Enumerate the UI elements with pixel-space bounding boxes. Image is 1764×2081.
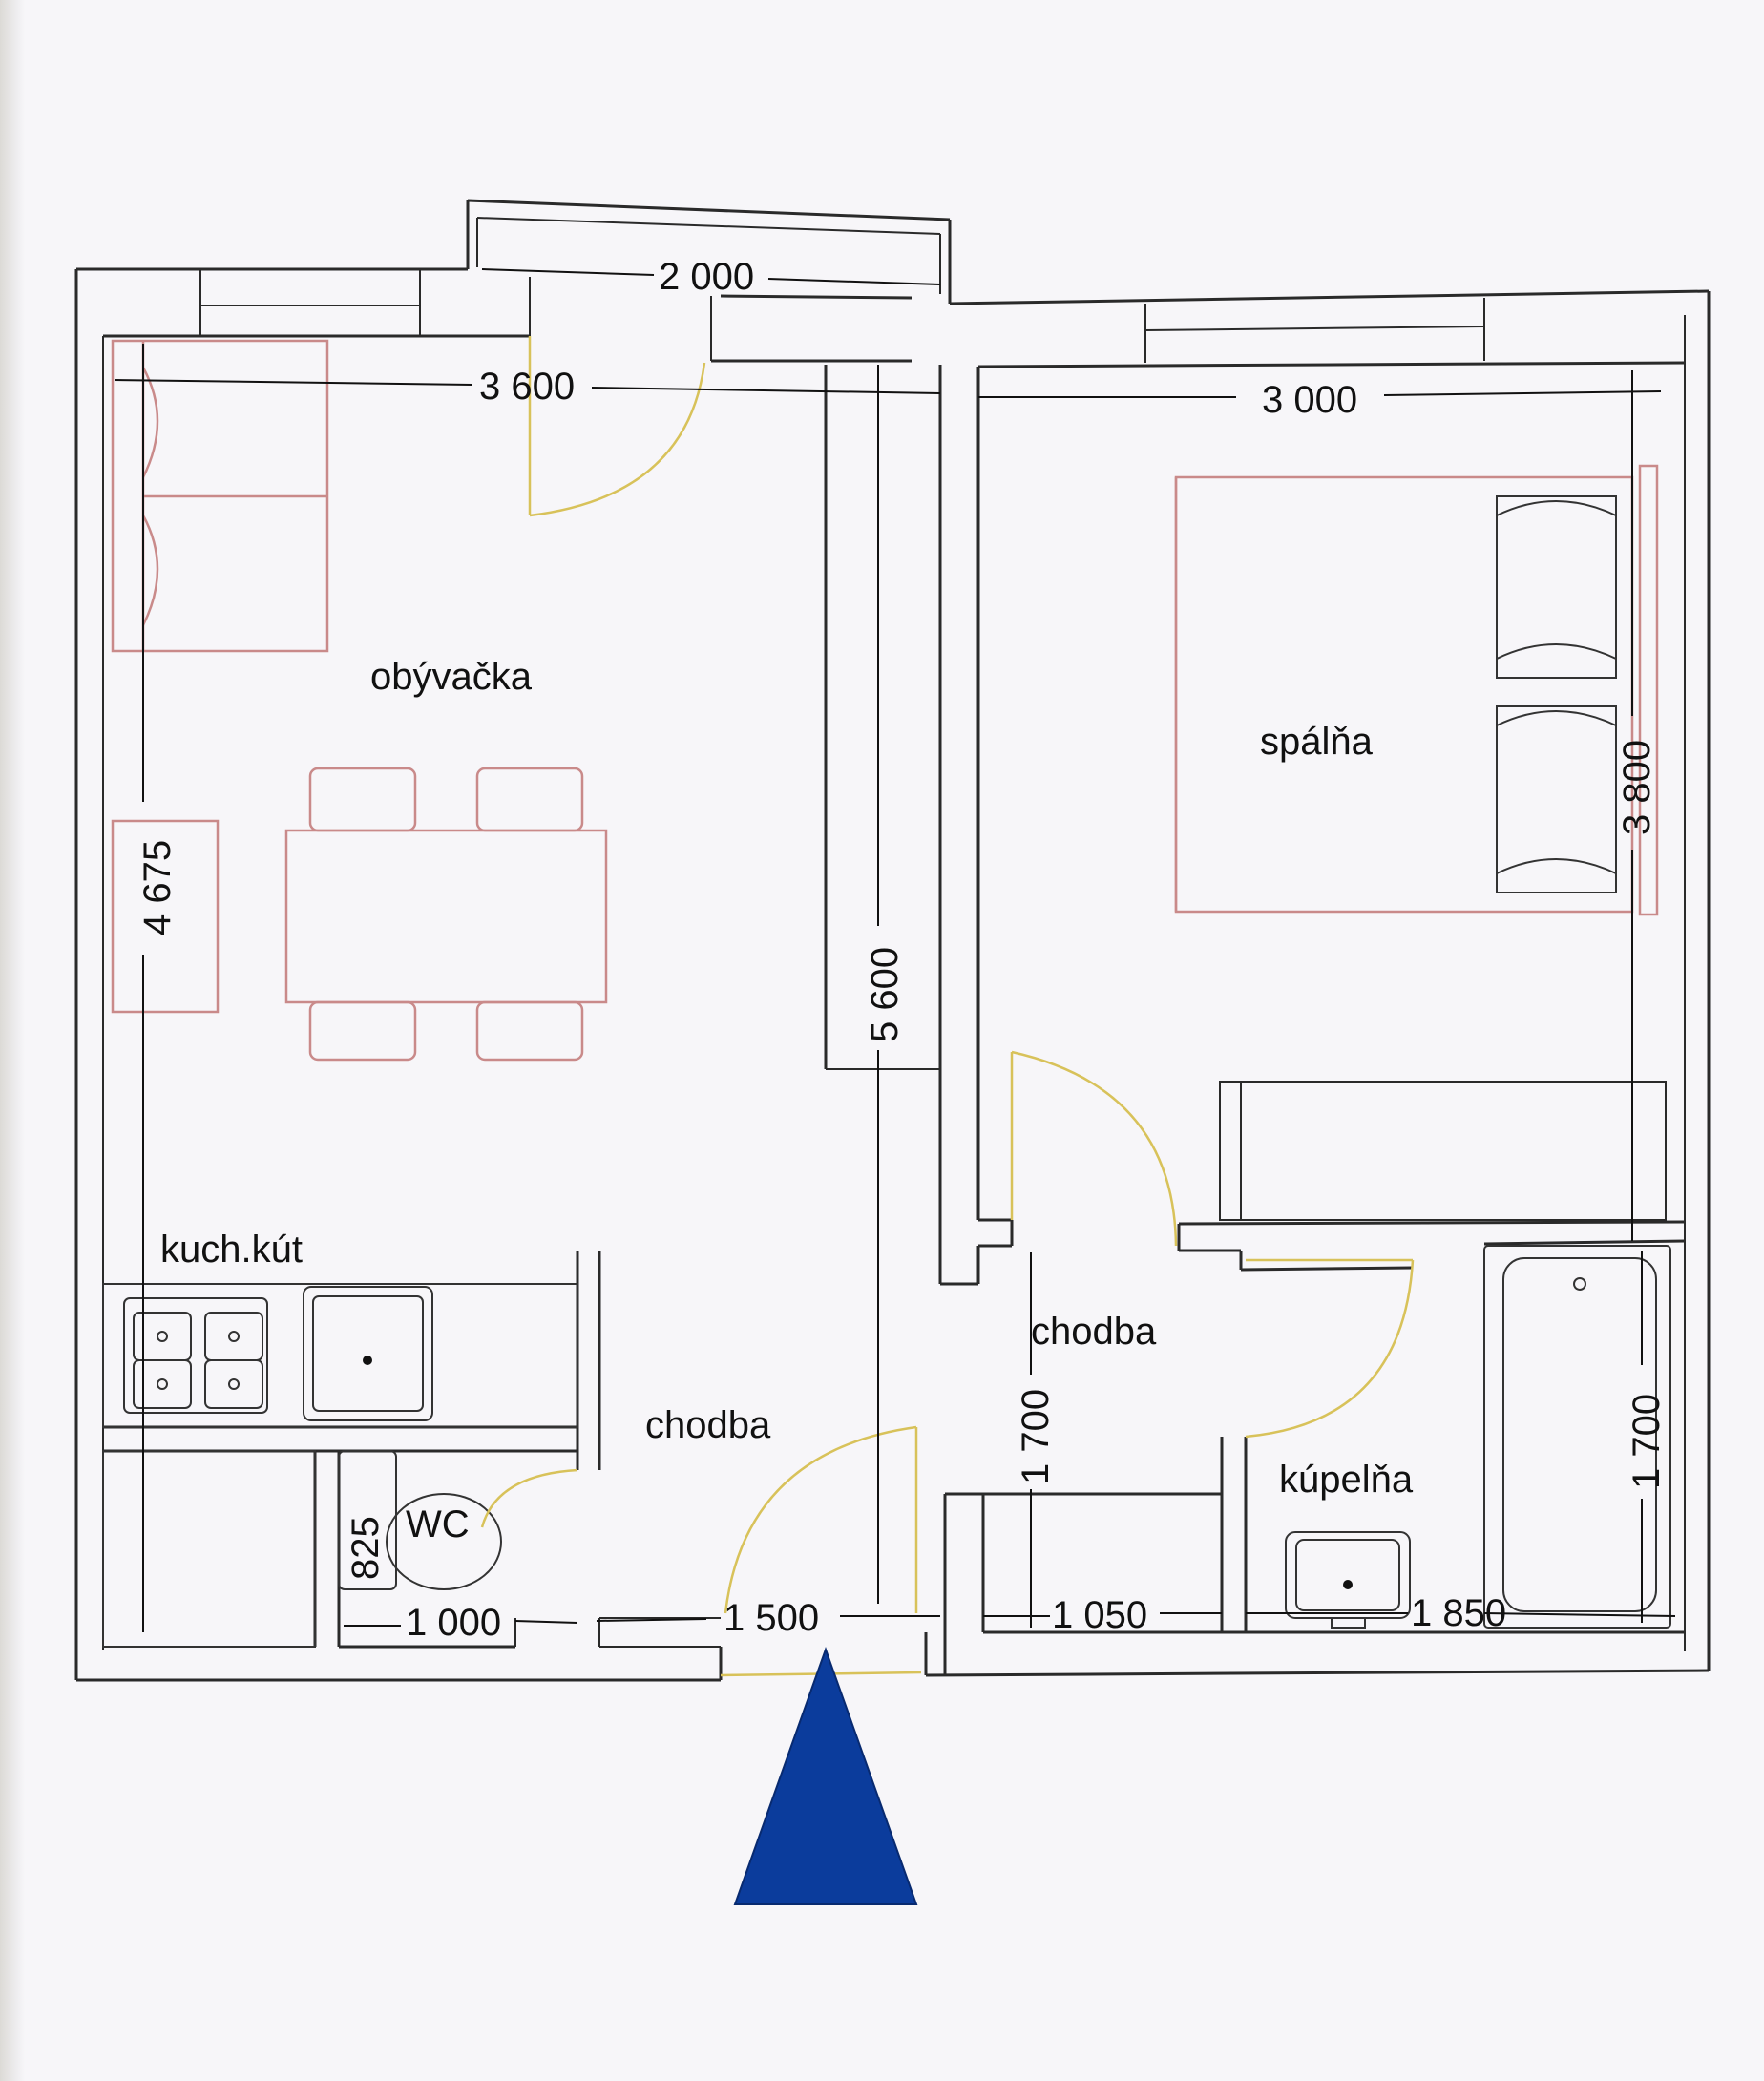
entrance-arrow-icon	[733, 1647, 918, 1905]
room-label-wc: WC	[406, 1503, 470, 1545]
washbasin-icon	[1285, 1531, 1411, 1629]
paper-edge	[0, 0, 25, 2081]
door-swings	[480, 336, 1415, 1677]
dim-entry-1500: 1 500	[724, 1597, 819, 1639]
dim-bath-1850: 1 850	[1411, 1592, 1506, 1634]
dim-bath-1700: 1 700	[1626, 1394, 1668, 1489]
dim-living-width: 3 600	[479, 366, 575, 408]
room-labels: obývačka spálňa kuch.kút chodba chodba k…	[160, 656, 1414, 1545]
room-label-kitchen: kuch.kút	[160, 1229, 303, 1271]
outer-walls	[74, 199, 1711, 1682]
double-bed	[1174, 464, 1659, 916]
toilet-icon	[338, 1450, 502, 1590]
room-label-hall-right: chodba	[1031, 1311, 1157, 1353]
dimension-lines	[114, 268, 1676, 1632]
dim-wc-825: 825	[345, 1516, 387, 1580]
dim-bedroom-depth: 3 800	[1616, 740, 1658, 835]
dim-bedroom-width: 3 000	[1262, 379, 1357, 421]
sofa	[111, 339, 329, 653]
dim-living-depth: 4 675	[136, 840, 178, 935]
kitchen-sink-icon	[303, 1286, 433, 1421]
fridge	[102, 1450, 316, 1648]
dining-table	[284, 767, 608, 1062]
stove-icon	[123, 1297, 268, 1414]
fixtures	[102, 1245, 1671, 1648]
room-label-hall-left: chodba	[645, 1404, 771, 1446]
dim-hall-1700: 1 700	[1015, 1389, 1057, 1484]
dim-wc-1000: 1 000	[406, 1602, 501, 1644]
furniture	[111, 339, 1667, 1221]
side-cabinet	[111, 819, 220, 1014]
room-label-bedroom: spálňa	[1260, 721, 1374, 763]
bathtub-icon	[1483, 1245, 1671, 1629]
dim-wall-5600: 5 600	[864, 947, 906, 1042]
dimension-labels: 2 000 3 600 3 000 4 675 5 600 3 800 1 70…	[136, 256, 1668, 1644]
room-label-bathroom: kúpelňa	[1279, 1459, 1414, 1501]
dim-hall-1050: 1 050	[1052, 1594, 1147, 1636]
wardrobe	[1219, 1081, 1667, 1221]
room-label-living: obývačka	[370, 656, 533, 698]
dim-balcony-width: 2 000	[659, 256, 754, 298]
